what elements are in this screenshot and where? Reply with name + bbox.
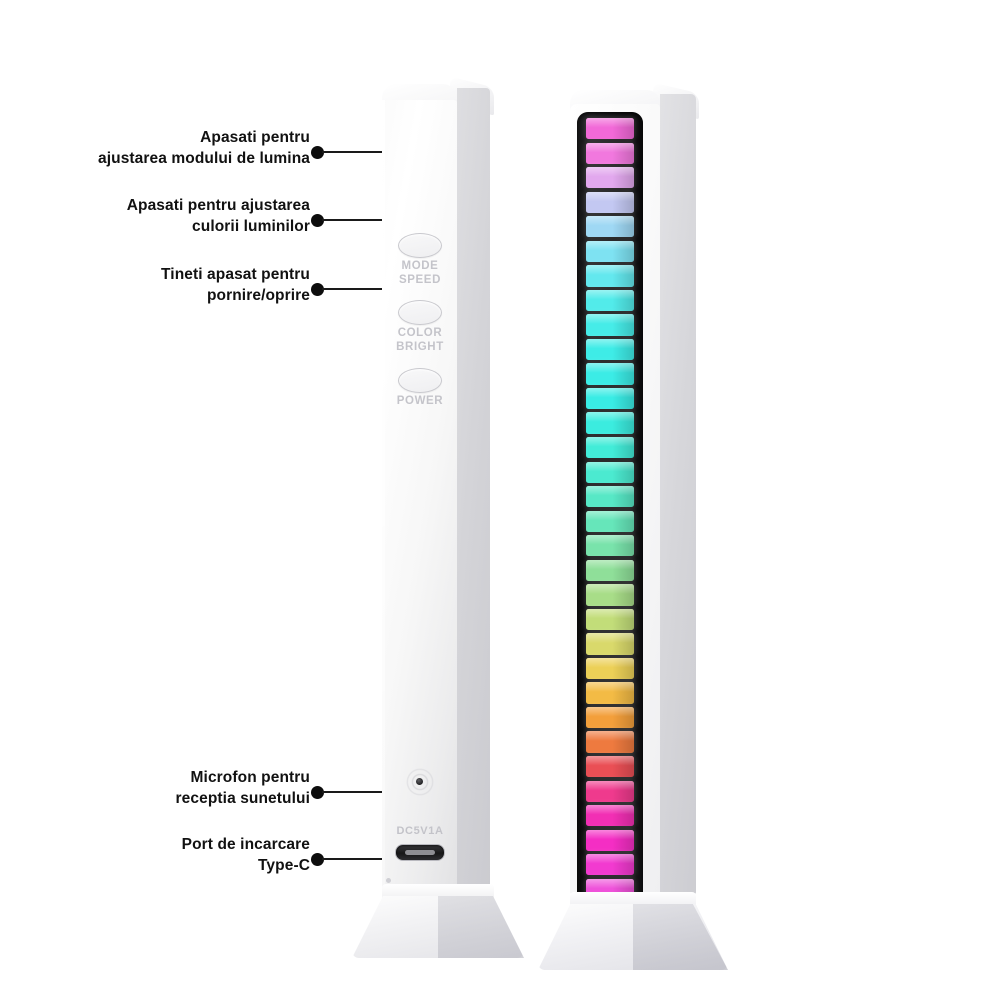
device-side-face [457,88,490,890]
callout-label-charging-port: Port de incarcare Type-C [182,835,310,877]
color-bright-button-label: COLOR BRIGHT [389,327,451,354]
button-label-line-2: SPEED [399,273,441,286]
led-segment [586,265,634,287]
callout-line-1: Apasati pentru ajustarea [126,197,310,214]
device-front-face [382,100,457,890]
led-display-window [577,112,643,902]
callout-line-2: culorii luminilor [192,217,310,235]
led-segment [586,412,634,435]
led-segment [586,240,634,263]
led-segment [586,706,634,729]
device-edge-highlight [382,100,385,890]
callout-leader-power [322,288,424,290]
device-side-face [660,94,696,894]
callout-leader-microphone [322,791,422,793]
color-bright-button[interactable] [398,300,442,325]
led-segment [586,633,634,655]
led-segment [586,510,634,533]
callout-line-2: ajustarea modului de lumina [98,149,310,167]
led-segment [586,608,634,631]
usb-c-port-icon [395,844,445,861]
led-segment [586,854,634,876]
led-segment [586,461,634,484]
led-segment [586,216,634,238]
led-segment [586,289,634,312]
callout-label-microphone: Microfon pentru receptia sunetului [176,768,310,810]
mode-speed-button[interactable] [398,233,442,258]
led-strip [577,118,643,902]
led-segment [586,436,634,459]
microphone-icon [416,778,423,785]
led-segment [586,486,634,508]
led-segment [586,657,634,680]
mode-speed-button-label: MODE SPEED [389,260,451,287]
callout-leader-mode-speed [322,151,424,153]
led-segment [586,780,634,803]
device-base [352,884,524,958]
led-segment [586,387,634,410]
callout-label-mode-speed: Apasati pentru ajustarea modului de lumi… [98,128,310,170]
power-button-label: POWER [389,395,451,409]
led-segment [586,314,634,336]
led-segment [586,682,634,705]
led-segment [586,731,634,754]
button-label-line-2: BRIGHT [396,340,444,353]
callout-line-1: Microfon pentru [190,769,310,786]
button-label-line-1: POWER [396,395,444,407]
callout-dot-charging-port [311,853,324,866]
callout-line-2: pornire/oprire [206,286,310,304]
led-segment [586,584,634,606]
led-segment [586,559,634,582]
screw-dot [386,878,391,883]
callout-line-1: Apasati pentru [200,129,310,146]
led-segment [586,805,634,827]
led-segment [586,167,634,189]
callout-dot-power [311,283,324,296]
led-segment [586,191,634,214]
callout-label-power: Tineti apasat pentru pornire/oprire [161,265,310,307]
device-base [538,892,728,970]
button-label-line-1: COLOR [397,327,443,339]
callout-dot-microphone [311,786,324,799]
led-segment [586,118,634,140]
rgb-light-control-view: MODE SPEED COLOR BRIGHT POWER DC5V1A [340,76,530,958]
power-rating-label: DC5V1A [396,825,444,837]
power-button[interactable] [398,368,442,393]
base-shadow-face [633,904,728,970]
led-segment [586,142,634,165]
callout-line-1: Tineti apasat pentru [161,266,310,283]
callout-dot-color-bright [311,214,324,227]
led-segment [586,535,634,557]
led-segment [586,338,634,361]
callout-label-color-bright: Apasati pentru ajustarea culorii luminil… [127,196,310,238]
led-segment [586,363,634,386]
led-segment [586,829,634,852]
callout-line-2: Type-C [258,856,310,874]
led-segment [586,755,634,778]
rgb-light-illuminated-view [535,82,735,970]
callout-line-1: Port de incarcare [181,836,310,853]
callout-leader-color-bright [322,219,424,221]
callout-line-2: receptia sunetului [175,789,310,807]
callout-dot-mode-speed [311,146,324,159]
base-shadow-face [438,896,524,958]
button-label-line-1: MODE [401,260,439,272]
callout-leader-charging-port [322,858,422,860]
